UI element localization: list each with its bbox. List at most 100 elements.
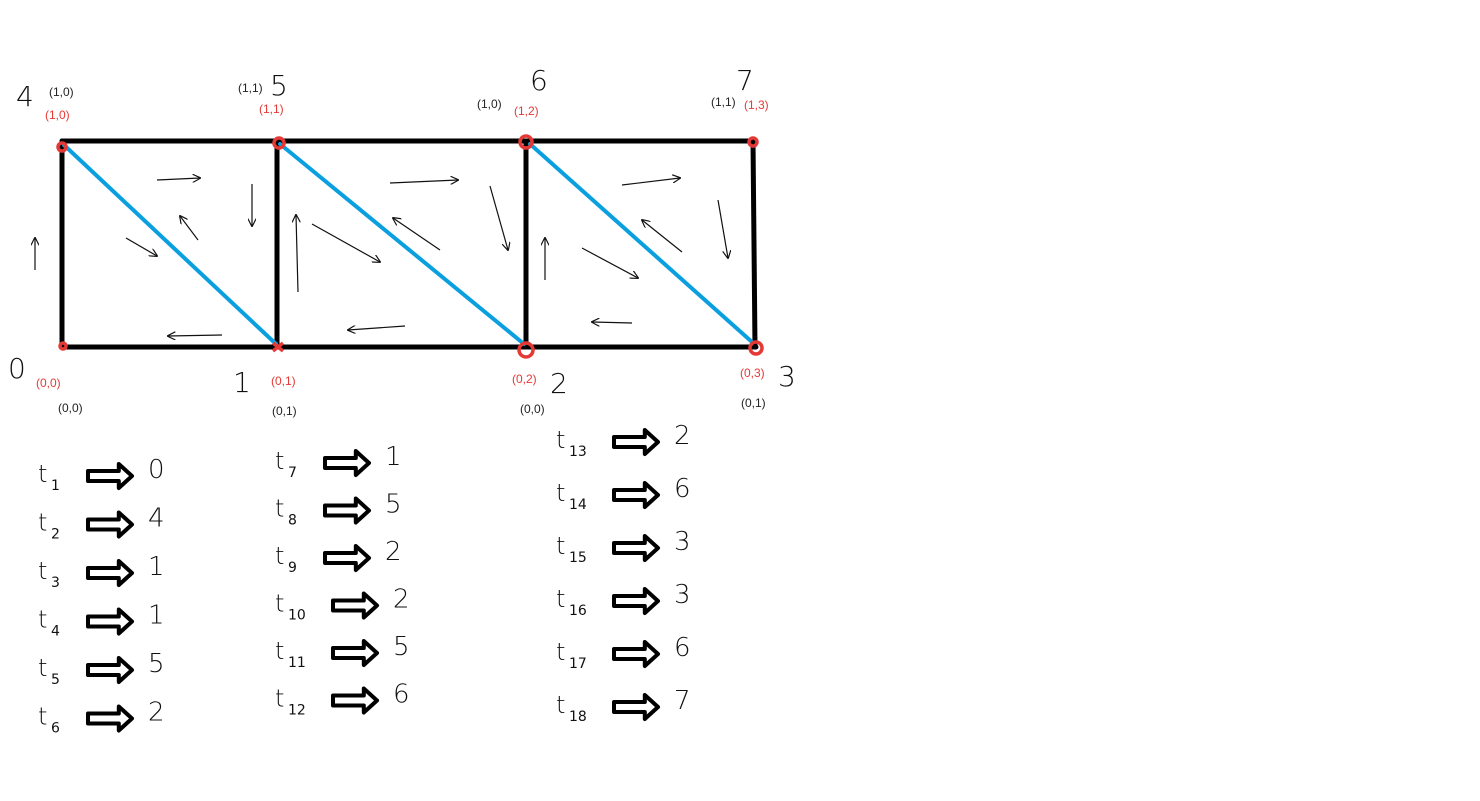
mapping-arrow-icon <box>612 481 660 509</box>
mapping-label: t <box>275 495 284 523</box>
mapping-subscript: 5 <box>51 672 60 688</box>
mapping-label: t <box>556 479 565 507</box>
mapping-subscript: 16 <box>569 603 587 619</box>
vertex-index-5: 5 <box>270 69 288 102</box>
black-coord-1: (0,1) <box>272 404 297 418</box>
mapping-arrow-icon <box>331 639 379 667</box>
mapping-subscript: 14 <box>569 497 587 513</box>
vertex-marker-4 <box>56 141 68 153</box>
vertex-marker-5 <box>272 136 286 150</box>
black-coord-0: (0,0) <box>58 401 83 415</box>
mapping-arrow-icon <box>612 587 660 615</box>
mapping-value: 5 <box>148 649 165 679</box>
edge-v3 <box>750 138 758 350</box>
arrow-icon <box>621 178 680 186</box>
vertex-index-2: 2 <box>550 367 568 400</box>
mapping-label: t <box>38 557 47 585</box>
black-coord-3: (0,1) <box>741 396 766 410</box>
mapping-subscript: 7 <box>288 465 297 481</box>
red-coord-0: (0,0) <box>36 376 61 390</box>
mapping-label: t <box>38 654 47 682</box>
mapping-subscript: 12 <box>288 703 306 719</box>
red-coord-7: (1,3) <box>744 98 769 112</box>
vertex-index-0: 0 <box>8 352 26 385</box>
black-coord-4: (1,0) <box>49 85 74 99</box>
mapping-value: 0 <box>148 455 165 485</box>
arrow-icon <box>156 178 200 180</box>
red-coord-6: (1,2) <box>514 104 539 118</box>
mapping-arrow-icon <box>86 559 134 587</box>
mapping-arrow-icon <box>86 462 134 490</box>
mapping-value: 3 <box>674 527 691 557</box>
red-coord-5: (1,1) <box>259 102 284 116</box>
mapping-arrow-icon <box>612 693 660 721</box>
mapping-label: t <box>275 542 284 570</box>
mapping-subscript: 11 <box>288 655 306 671</box>
mapping-label: t <box>556 532 565 560</box>
vertex-marker-1 <box>271 341 285 353</box>
arrow-icon <box>717 199 728 258</box>
arrow-icon <box>125 237 157 256</box>
mapping-arrow-icon <box>612 640 660 668</box>
mapping-subscript: 4 <box>51 624 60 640</box>
mapping-value: 6 <box>674 474 691 504</box>
vertex-markers <box>56 134 764 359</box>
mapping-subscript: 2 <box>51 527 60 543</box>
mapping-label: t <box>275 447 284 475</box>
mapping-subscript: 17 <box>569 656 587 672</box>
mapping-label: t <box>38 460 47 488</box>
mesh-edges <box>59 138 759 350</box>
mapping-label: t <box>556 585 565 613</box>
mapping-arrow-icon <box>86 704 134 733</box>
arrow-icon <box>393 218 441 251</box>
vertex-marker-3 <box>748 340 764 356</box>
arrow-icon <box>389 180 458 183</box>
red-coord-1: (0,1) <box>271 374 296 388</box>
mapping-value: 4 <box>148 504 165 534</box>
mapping-label: t <box>38 509 47 537</box>
diagonal-2 <box>278 142 526 346</box>
mapping-label: t <box>275 590 284 618</box>
vertex-index-1: 1 <box>233 366 251 399</box>
mapping-subscript: 15 <box>569 550 587 566</box>
mapping-value: 2 <box>148 698 165 728</box>
mapping-arrow-icon <box>86 656 134 684</box>
vertex-index-6: 6 <box>530 64 548 97</box>
mapping-value: 1 <box>148 601 165 631</box>
arrow-icon <box>296 215 298 293</box>
vertex-marker-7 <box>747 136 759 148</box>
orientation-arrows <box>35 178 728 336</box>
mapping-arrow-icon <box>331 591 379 620</box>
arrow-icon <box>489 185 508 250</box>
vertex-index-4: 4 <box>16 80 34 113</box>
diagonal-3 <box>528 142 754 344</box>
mapping-subscript: 8 <box>288 513 297 529</box>
red-coord-3: (0,3) <box>740 366 765 380</box>
mapping-arrow-icon <box>612 534 660 562</box>
vertex-indices: 0 1 2 3 4 5 6 7 <box>8 64 796 400</box>
mapping-value: 2 <box>674 421 691 451</box>
arrow-icon <box>311 223 380 262</box>
black-coord-2: (0,0) <box>520 402 545 416</box>
mapping-arrow-icon <box>86 607 134 636</box>
mapping-value: 5 <box>385 490 402 520</box>
mapping-value: 2 <box>385 537 402 567</box>
black-coord-6: (1,0) <box>477 97 502 111</box>
vertex-marker-0 <box>58 341 68 351</box>
diagonal-1 <box>62 143 278 346</box>
mapping-label: t <box>556 426 565 454</box>
red-coord-4: (1,0) <box>45 108 70 122</box>
mapping-value: 6 <box>393 680 410 710</box>
mapping-arrow-icon <box>323 449 371 477</box>
mapping-label: t <box>556 691 565 719</box>
mapping-arrow-icon <box>86 510 134 539</box>
arrow-icon <box>180 216 199 241</box>
